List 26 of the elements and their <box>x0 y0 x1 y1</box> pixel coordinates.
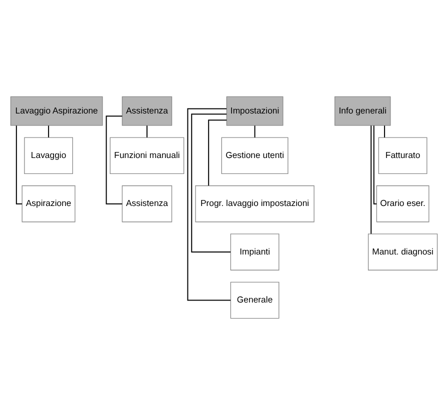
connector <box>373 126 377 204</box>
node-box: Manut. diagnosi <box>368 234 438 270</box>
node-box: Info generali <box>334 96 391 126</box>
connector <box>384 126 386 138</box>
node-box: Fatturato <box>378 137 428 174</box>
connector <box>48 126 50 138</box>
connector <box>16 126 22 204</box>
node-box: Gestione utenti <box>221 137 288 174</box>
node-box: Impianti <box>230 234 280 270</box>
node-box: Generale <box>230 282 280 319</box>
connector <box>106 116 122 204</box>
connector <box>254 126 256 138</box>
connector <box>191 114 231 253</box>
node-box: Lavaggio <box>24 137 73 174</box>
node-box: Assistenza <box>122 96 172 126</box>
node-box: Funzioni manuali <box>110 137 184 174</box>
connector <box>370 126 372 234</box>
node-box: Orario eser. <box>376 185 430 222</box>
connector <box>208 120 227 186</box>
node-box: Aspirazione <box>22 185 76 222</box>
node-box: Progr. lavaggio impostazioni <box>195 185 314 222</box>
node-box: Impostazioni <box>226 96 284 126</box>
connector <box>146 126 148 138</box>
connector <box>187 108 231 301</box>
node-box: Assistenza <box>122 185 172 222</box>
node-box: Lavaggio Aspirazione <box>10 96 103 126</box>
